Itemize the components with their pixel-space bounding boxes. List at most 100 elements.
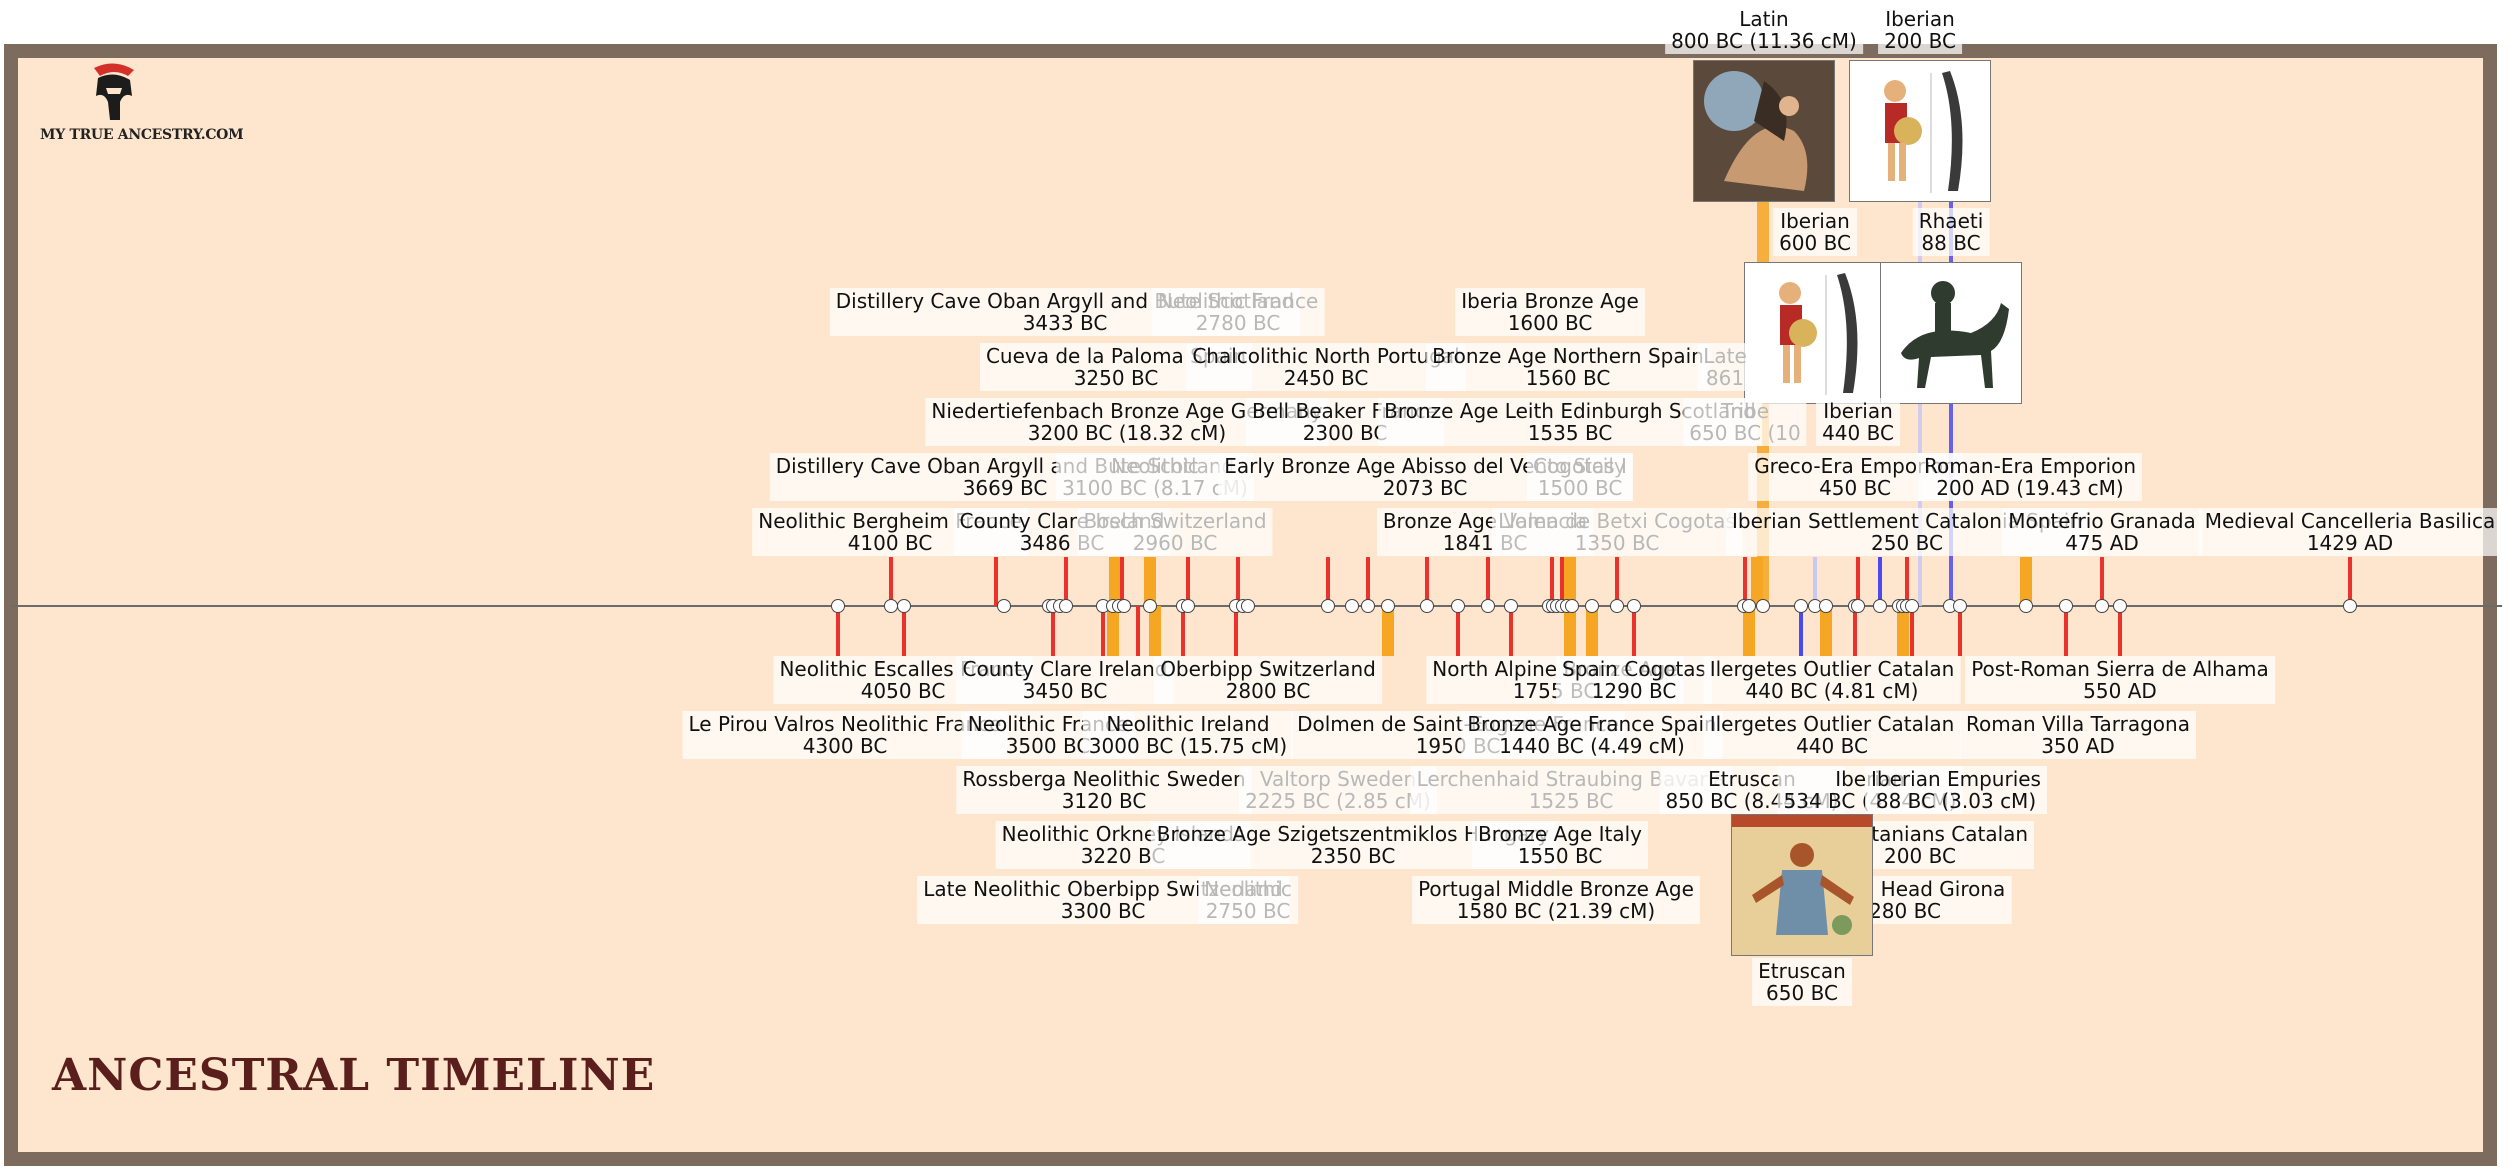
event-stem [1236,557,1240,606]
timeline-marker[interactable] [1627,599,1641,613]
event-name: Post-Roman Sierra de Alhama [1971,657,2269,681]
event-name: Neolithic Ireland [1106,712,1270,736]
event-stem [1107,606,1119,656]
timeline-marker[interactable] [2095,599,2109,613]
event-date: 2960 BC [1132,531,1218,555]
event-stem [1586,606,1598,656]
timeline-marker[interactable] [2113,599,2127,613]
timeline-marker[interactable] [1059,599,1073,613]
timeline-marker[interactable] [1117,599,1131,613]
event-stem [1181,606,1185,656]
event-stem [1743,606,1755,656]
event-date: 1429 AD [2306,531,2394,555]
event-stem [902,606,906,656]
iberian-warrior-icon[interactable] [1849,60,1991,202]
timeline-marker[interactable] [1481,599,1495,613]
timeline-marker[interactable] [2059,599,2073,613]
bronze-horseman-icon[interactable] [1880,262,2022,404]
timeline-marker[interactable] [897,599,911,613]
event-date: 2750 BC [1205,899,1291,923]
event-date: 440 BC [1822,421,1894,445]
timeline-marker[interactable] [1756,599,1770,613]
event-date: 1550 BC [1517,844,1603,868]
event-stem [1632,606,1636,656]
timeline-marker[interactable] [1794,599,1808,613]
timeline-marker[interactable] [1851,599,1865,613]
timeline-marker[interactable] [1953,599,1967,613]
event-stem [1109,557,1121,606]
event-date: 3220 BC [1080,844,1166,868]
timeline-marker[interactable] [1565,599,1579,613]
event-name: Tribe [1720,399,1770,423]
event-name: Neolithic France [1157,289,1319,313]
event-date: 2780 BC [1195,311,1281,335]
timeline-marker[interactable] [1361,599,1375,613]
event-name: Ilergetes Outlier Catalan [1709,712,1955,736]
event-stem [994,557,998,606]
event-name: Bronze Age Leith Edinburgh Scotland [1384,399,1756,423]
timeline-marker[interactable] [1143,599,1157,613]
timeline-marker[interactable] [2343,599,2357,613]
event-date: 3000 BC (15.75 cM) [1088,734,1288,758]
event-name: Roman-Era Emporion [1923,454,2137,478]
etruscan-fresco-icon[interactable] [1731,814,1873,956]
event-date: 650 BC [1766,981,1838,1005]
event-date: 250 BC [1871,531,1943,555]
event-date: 1525 BC [1528,789,1614,813]
spartan-helmet-icon [94,63,134,120]
event-date: 4100 BC [847,531,933,555]
baroque-painting-icon[interactable] [1693,60,1835,202]
iberian-warrior-icon[interactable] [1744,262,1886,404]
event-date: 1600 BC [1507,311,1593,335]
event-name: Niedertiefenbach Bronze Age Germany [931,399,1323,423]
timeline-marker[interactable] [1181,599,1195,613]
event-date: 200 BC [1884,29,1956,53]
timeline-marker[interactable] [1742,599,1756,613]
timeline-marker[interactable] [831,599,845,613]
timeline-marker[interactable] [1504,599,1518,613]
event-date: 200 BC [1884,844,1956,868]
timeline-marker[interactable] [1241,599,1255,613]
event-date: 1440 BC (4.49 cM) [1499,734,1685,758]
timeline-marker[interactable] [1873,599,1887,613]
event-date: 2800 BC [1225,679,1311,703]
event-name: Oberbipp Switzerland [1160,657,1376,681]
event-date: 2450 BC [1283,366,1369,390]
timeline-marker[interactable] [1905,599,1919,613]
event-date: 2073 BC [1382,476,1468,500]
timeline-marker[interactable] [1451,599,1465,613]
timeline-marker[interactable] [997,599,1011,613]
timeline-marker[interactable] [884,599,898,613]
event-date: 3250 BC [1073,366,1159,390]
timeline-marker[interactable] [1610,599,1624,613]
timeline-marker[interactable] [1819,599,1833,613]
timeline-marker[interactable] [1321,599,1335,613]
timeline-marker[interactable] [2019,599,2033,613]
event-name: Iberian Settlement Catalonia Spain [1731,509,2083,533]
timeline-marker[interactable] [1420,599,1434,613]
event-stem [1615,557,1619,606]
event-name: Neolithic [1111,454,1199,478]
event-name: Rhaeti [1918,209,1984,233]
event-name: Iberian [1885,7,1955,31]
event-name: Rossberga Neolithic Sweden [962,767,1246,791]
timeline-marker[interactable] [1381,599,1395,613]
timeline-marker[interactable] [1345,599,1359,613]
event-date: 550 AD [2083,679,2157,703]
timeline-marker[interactable] [1585,599,1599,613]
event-date: 3450 BC [1022,679,1108,703]
